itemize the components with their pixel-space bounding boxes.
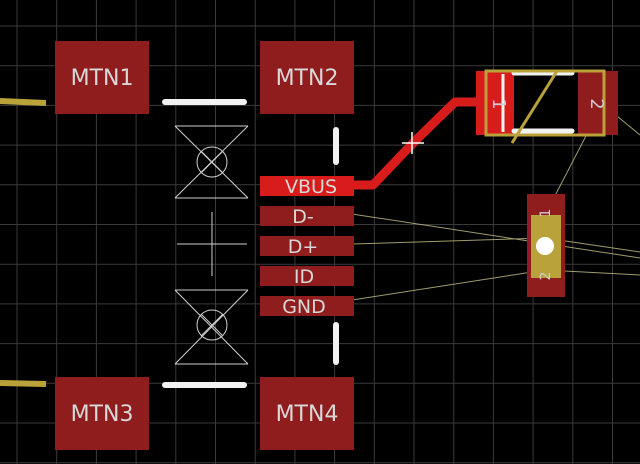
mount-pad-mtn4[interactable]: MTN4 [260, 377, 354, 450]
vertical-part-pin-1-label: 1 [538, 209, 554, 218]
mount-pads: MTN1 MTN2 MTN3 MTN4 [55, 41, 354, 450]
silkscreen [162, 99, 339, 388]
trace-left-bottom[interactable] [0, 380, 47, 387]
pad-label-vbus: VBUS [285, 176, 337, 198]
signal-pad-d-minus[interactable]: D- [260, 206, 354, 228]
diode-pad-2[interactable] [578, 71, 618, 135]
pad-label-d-plus: D+ [288, 236, 319, 258]
vbus-trace[interactable] [352, 97, 483, 190]
connector-outline [174, 125, 249, 365]
airwire-d-plus [351, 237, 546, 245]
pad-label-mtn1: MTN1 [71, 66, 134, 91]
pad-label-mtn2: MTN2 [276, 66, 339, 91]
vertical-part-pin-2-label: 2 [538, 272, 554, 281]
diode-cathode-stroke [510, 70, 559, 144]
pad-label-id: ID [294, 266, 314, 288]
mount-pad-mtn2[interactable]: MTN2 [260, 41, 354, 114]
mount-hole-icon [196, 146, 228, 178]
diode-component[interactable]: 1 2 [476, 69, 618, 144]
signal-pad-gnd[interactable]: GND [260, 296, 354, 318]
diode-pin-2-label: 2 [586, 98, 607, 109]
airwire-gnd [351, 269, 546, 301]
diode-pad-1[interactable] [476, 71, 514, 135]
trace-left-top[interactable] [0, 98, 47, 106]
vertical-part-via [536, 237, 554, 255]
mount-hole-icon [196, 309, 228, 341]
mount-pad-mtn3[interactable]: MTN3 [55, 377, 149, 450]
signal-pad-d-plus[interactable]: D+ [260, 236, 354, 258]
airwire-d-minus [351, 213, 640, 259]
origin-cross-icon [402, 132, 424, 154]
diode-outline [484, 69, 606, 137]
signal-pads: VBUS D- D+ ID GND [260, 176, 354, 318]
pad-label-gnd: GND [282, 296, 326, 318]
vertical-part[interactable]: 1 2 [527, 194, 565, 297]
mount-pad-mtn1[interactable]: MTN1 [55, 41, 149, 114]
pad-label-mtn4: MTN4 [276, 402, 339, 427]
signal-pad-id[interactable]: ID [260, 266, 354, 288]
pad-label-mtn3: MTN3 [71, 402, 134, 427]
signal-pad-vbus[interactable]: VBUS [260, 176, 354, 198]
diode-pin-1-label: 1 [488, 98, 509, 109]
pad-label-d-minus: D- [292, 206, 314, 228]
